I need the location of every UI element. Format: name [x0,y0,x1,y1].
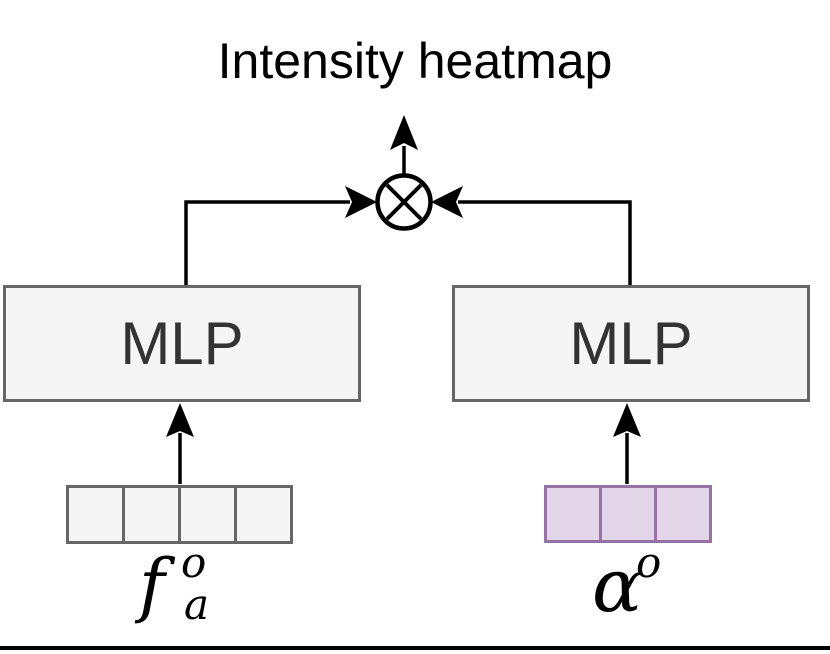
alpha-vector-right [544,485,712,543]
arrow-up-right-input-icon [613,403,641,484]
mlp-block-right-label: MLP [569,310,693,377]
left-elbow-connector [184,186,377,287]
f-symbol: f [139,544,165,626]
vector-cell [544,485,602,543]
vector-cell [654,485,712,543]
circled-times-icon [375,173,433,231]
arrow-up-left-input-icon [166,403,194,484]
diagram-title: Intensity heatmap [217,33,613,89]
vector-cell [66,485,125,544]
f-superscript: o [181,538,207,587]
feature-vector-left [66,485,293,544]
right-elbow-connector [431,186,632,287]
mlp-block-right: MLP [452,285,810,402]
alpha-symbol: α [592,543,642,629]
vector-cell [234,485,293,544]
arrow-right-icon [345,186,377,218]
alpha-vector-label: α o [592,542,682,629]
vector-cell [178,485,237,544]
bottom-border-line [0,646,830,650]
f-subscript: a [184,580,210,629]
vector-cell [599,485,657,543]
arrow-up-output-icon [390,115,418,176]
mlp-block-left: MLP [3,285,361,402]
alpha-superscript: o [636,538,662,587]
feature-vector-label: f o a [139,542,229,630]
arrow-left-icon [431,186,463,218]
mlp-block-left-label: MLP [120,310,244,377]
vector-cell [122,485,181,544]
